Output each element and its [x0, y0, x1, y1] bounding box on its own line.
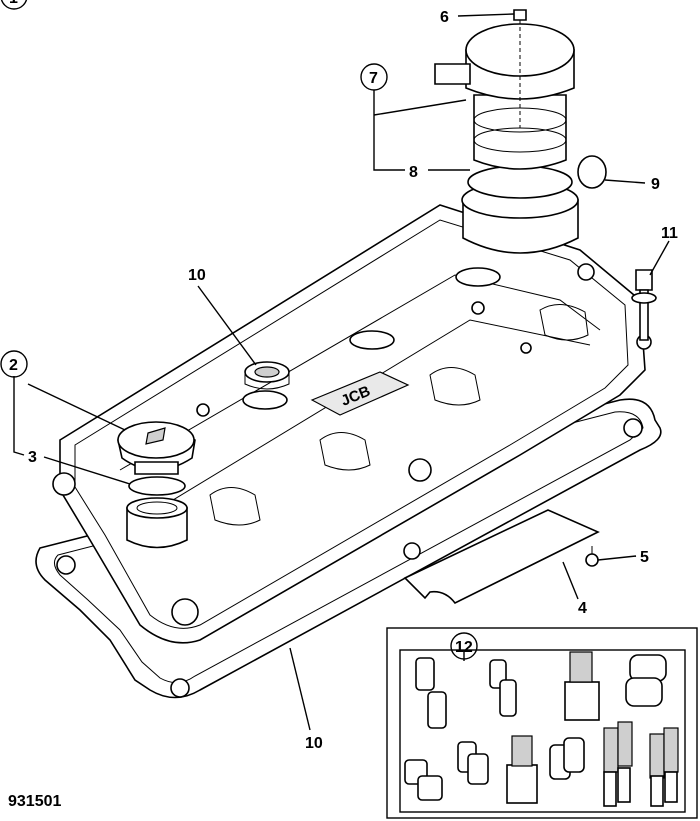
callout-3: 3	[28, 449, 37, 466]
callout-10-lower: 10	[305, 735, 323, 752]
callout-12: 12	[455, 639, 473, 656]
plate-screw	[585, 546, 599, 567]
callout-9: 9	[651, 176, 660, 193]
breather-assembly	[434, 9, 607, 254]
breather-o-ring	[467, 165, 573, 199]
cover-plate	[403, 509, 600, 605]
kit-inset	[386, 627, 698, 819]
rocker-cover-body	[52, 204, 652, 644]
callout-8: 8	[409, 164, 418, 181]
callout-2: 2	[9, 357, 18, 374]
callout-11: 11	[661, 225, 678, 242]
callout-4: 4	[578, 600, 587, 617]
figure-reference-number: 931501	[8, 793, 61, 810]
filler-cap-o-ring	[128, 476, 186, 496]
callout-5: 5	[640, 549, 649, 566]
filler-neck	[126, 497, 188, 549]
cover-stud	[631, 269, 657, 341]
oil-filler-cap	[117, 421, 196, 475]
callout-6: 6	[440, 9, 449, 26]
callout-10-upper: 10	[188, 267, 206, 284]
callout-labels: 1 2 3 4 5 6 7 8 9 10 10 11 12	[0, 0, 678, 752]
callout-1: 1	[9, 0, 18, 7]
kit-plugs	[404, 651, 679, 807]
callout-7: 7	[369, 70, 378, 87]
spark-plug-seal	[244, 361, 290, 390]
